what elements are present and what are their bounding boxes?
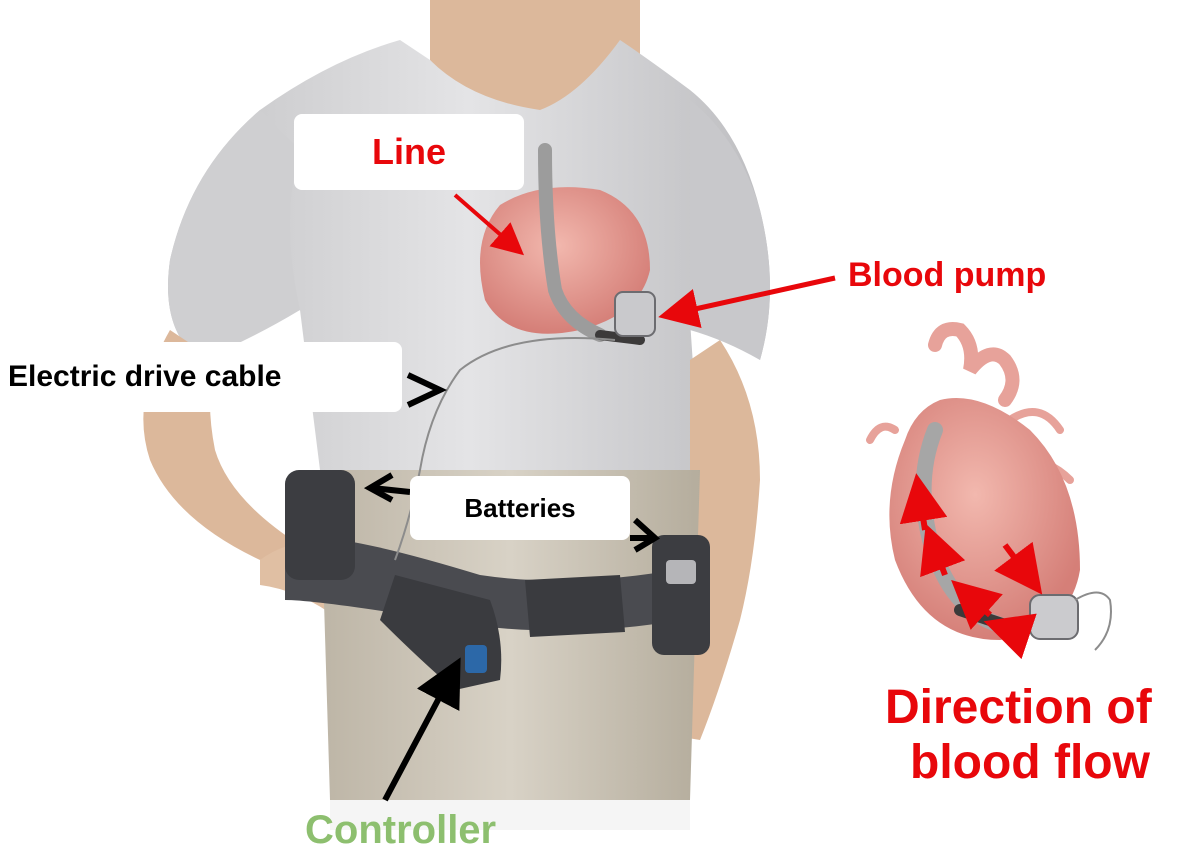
battery-left-shape [285,470,355,580]
line-label-box: Line [294,114,524,190]
blood-pump-label: Blood pump [848,256,1046,295]
batteries-label: Batteries [464,493,575,524]
line-label: Line [372,131,446,173]
detail-heart [870,329,1111,650]
left-sleeve [168,110,300,360]
electric-drive-cable-label: Electric drive cable [8,360,282,394]
batteries-box: Batteries [410,476,630,540]
direction-label-line1: Direction of [885,680,1152,735]
controller-label: Controller [305,808,496,853]
blood-pump-shape [615,292,655,336]
electric-drive-cable-box: Electric drive cable [0,342,402,412]
battery-right-shape [652,535,710,655]
direction-label-line2: blood flow [910,735,1150,790]
